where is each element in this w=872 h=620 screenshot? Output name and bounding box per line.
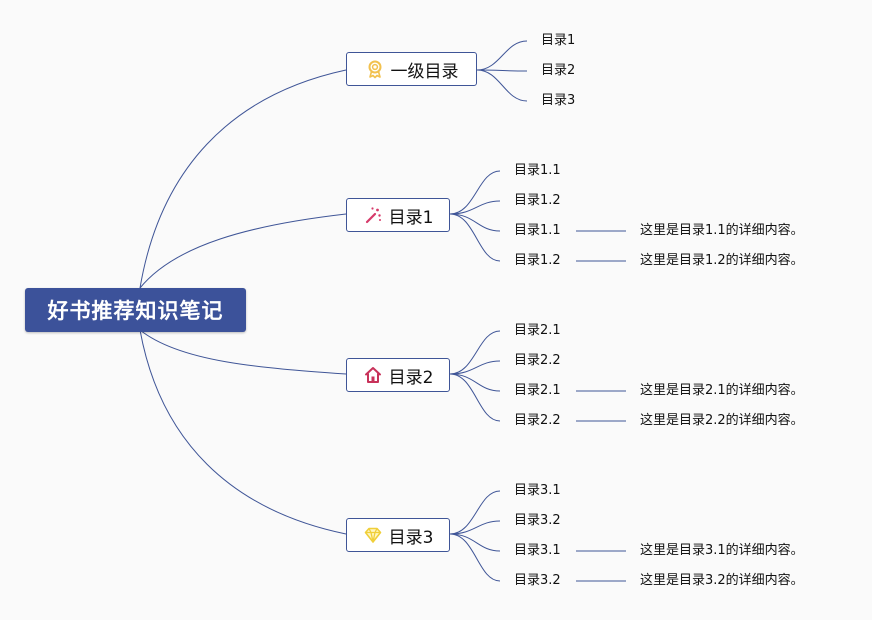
branch-link xyxy=(449,533,501,582)
magic-wand-icon xyxy=(363,205,383,225)
branch-topic-catalog-3[interactable]: 目录3 xyxy=(346,518,450,552)
root-link xyxy=(139,329,347,535)
detail-note[interactable]: 这里是目录1.2的详细内容。 xyxy=(640,253,804,268)
root-topic[interactable]: 好书推荐知识笔记 xyxy=(25,288,246,332)
subtopic-item[interactable]: 目录1.2 xyxy=(514,193,561,208)
branch-link xyxy=(449,360,501,375)
subtopic-item[interactable]: 目录1.1 xyxy=(514,163,561,178)
subtopic-item[interactable]: 目录3.2 xyxy=(514,513,561,528)
detail-note[interactable]: 这里是目录1.1的详细内容。 xyxy=(640,223,804,238)
branch-topic-label: 目录2 xyxy=(388,367,434,388)
branch-link xyxy=(449,520,501,535)
branch-topic-label: 目录1 xyxy=(388,207,434,228)
branch-link xyxy=(449,490,501,535)
detail-note[interactable]: 这里是目录3.1的详细内容。 xyxy=(640,543,804,558)
branch-link xyxy=(449,200,501,215)
subtopic-item[interactable]: 目录3.1 xyxy=(514,543,561,558)
subtopic-item[interactable]: 目录1.1 xyxy=(514,223,561,238)
subtopic-item[interactable]: 目录3.1 xyxy=(514,483,561,498)
medal-icon xyxy=(365,59,385,79)
subtopic-item[interactable]: 目录2.2 xyxy=(514,353,561,368)
branch-link xyxy=(476,69,528,72)
branch-link xyxy=(476,69,528,102)
branch-link xyxy=(449,213,501,262)
root-link xyxy=(139,329,347,375)
branch-link xyxy=(449,330,501,375)
subtopic-item[interactable]: 目录1 xyxy=(541,33,576,48)
branch-topic-catalog-2[interactable]: 目录2 xyxy=(346,358,450,392)
subtopic-item[interactable]: 目录2 xyxy=(541,63,576,78)
subtopic-item[interactable]: 目录2.2 xyxy=(514,413,561,428)
root-topic-label: 好书推荐知识笔记 xyxy=(47,299,224,323)
branch-link xyxy=(449,213,501,232)
diamond-icon xyxy=(363,525,383,545)
subtopic-item[interactable]: 目录2.1 xyxy=(514,323,561,338)
subtopic-item[interactable]: 目录2.1 xyxy=(514,383,561,398)
branch-link xyxy=(476,40,528,71)
branch-link xyxy=(449,373,501,392)
detail-note[interactable]: 这里是目录3.2的详细内容。 xyxy=(640,573,804,588)
branch-link xyxy=(449,170,501,215)
branch-link xyxy=(449,533,501,552)
branch-topic-label: 一级目录 xyxy=(390,61,459,82)
branch-topic-level-one-catalog[interactable]: 一级目录 xyxy=(346,52,477,86)
subtopic-item[interactable]: 目录1.2 xyxy=(514,253,561,268)
branch-topic-catalog-1[interactable]: 目录1 xyxy=(346,198,450,232)
detail-note[interactable]: 这里是目录2.1的详细内容。 xyxy=(640,383,804,398)
root-link xyxy=(139,69,347,289)
subtopic-item[interactable]: 目录3 xyxy=(541,93,576,108)
branch-topic-label: 目录3 xyxy=(388,527,434,548)
subtopic-item[interactable]: 目录3.2 xyxy=(514,573,561,588)
detail-note[interactable]: 这里是目录2.2的详细内容。 xyxy=(640,413,804,428)
home-icon xyxy=(363,365,383,385)
root-link xyxy=(139,213,347,289)
branch-link xyxy=(449,373,501,422)
